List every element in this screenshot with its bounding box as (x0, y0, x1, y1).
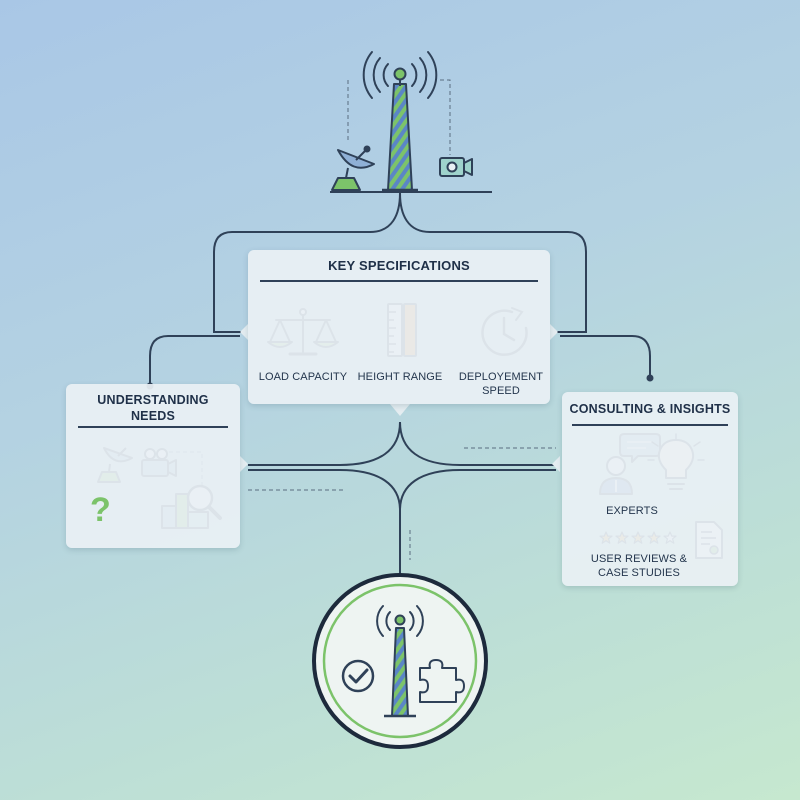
spec-load-capacity-label: LOAD CAPACITY (258, 371, 348, 383)
key-specifications-card: KEY SPECIFICATIONS LOAD CAPACITY HEIGHT … (248, 250, 550, 404)
card-title: CONSULTING & INSIGHTS (569, 402, 731, 416)
camera-icon (439, 157, 473, 177)
card-title: KEY SPECIFICATIONS (328, 258, 470, 273)
puzzle-piece-icon (419, 659, 465, 703)
reviews-label: USER REVIEWS & CASE STUDIES (590, 553, 688, 579)
bottom-tower-icon (376, 605, 424, 718)
spec-deployment-speed-label: DEPLOYEMENT SPEED (458, 371, 544, 397)
experts-label: EXPERTS (606, 505, 658, 517)
signal-waves-icon (362, 51, 438, 99)
understanding-needs-card: UNDERSTANDING NEEDS ? (66, 384, 240, 548)
title-divider (260, 280, 538, 282)
consulting-insights-card: CONSULTING & INSIGHTS EXPERTS USER REVIE… (562, 392, 738, 586)
question-mark-icon: ? (90, 491, 111, 529)
connector-dot-right (646, 374, 654, 382)
title-divider (78, 426, 228, 428)
spec-height-range-label: HEIGHT RANGE (357, 371, 443, 383)
connector-diamonds (240, 324, 560, 472)
title-divider (572, 424, 728, 426)
tower-icon (330, 67, 492, 193)
connector-lines (149, 192, 651, 580)
satellite-dish-icon (331, 145, 375, 191)
checkmark-icon (341, 659, 375, 693)
card-title: UNDERSTANDING NEEDS (97, 393, 209, 423)
